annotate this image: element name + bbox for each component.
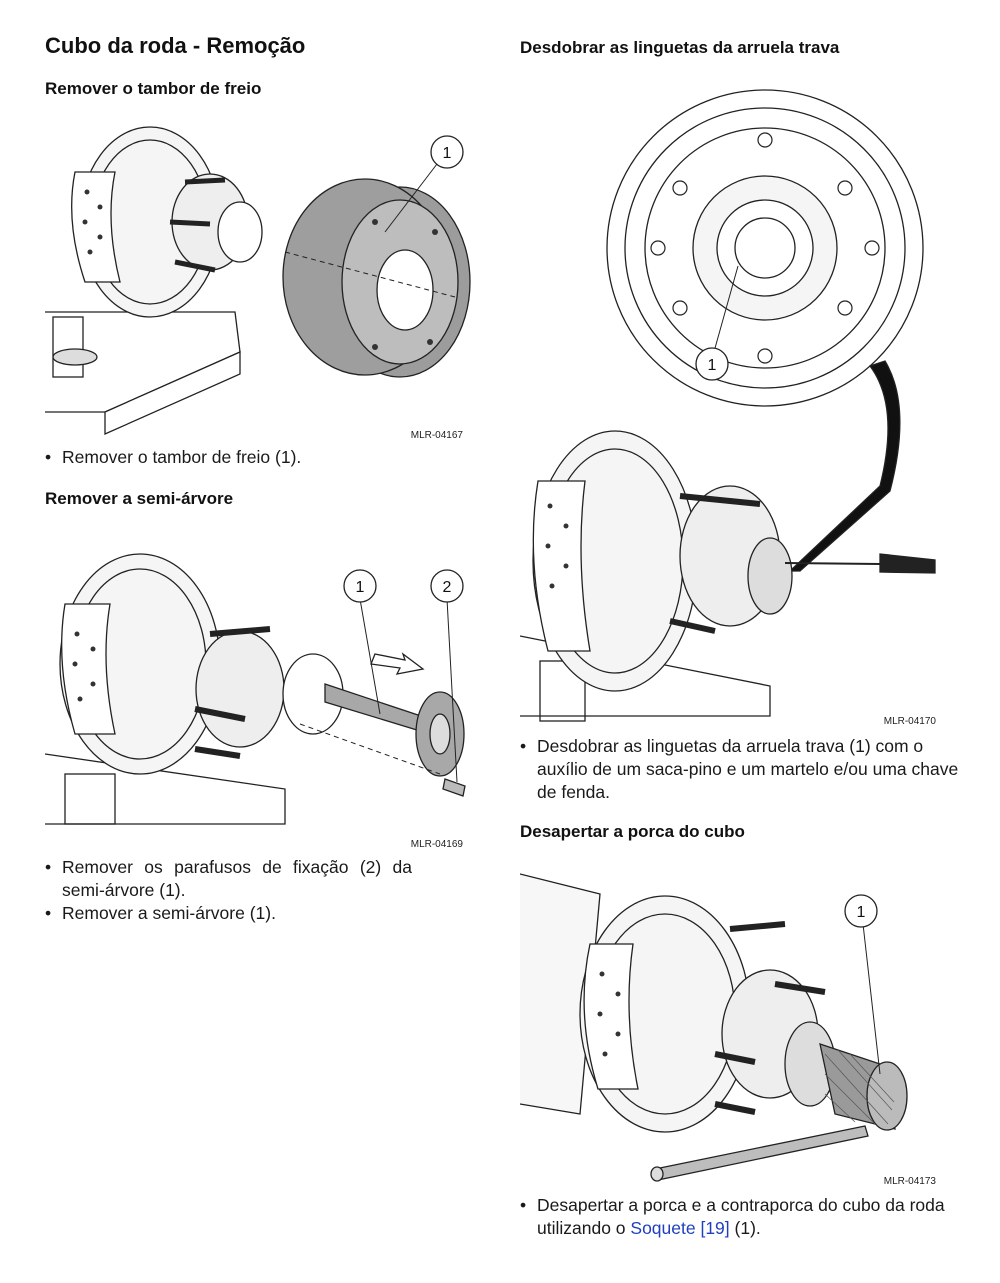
hub-nut-socket-illustration: 1 MLR-04173	[520, 873, 937, 1187]
callout-1: 1	[857, 904, 866, 921]
page-title: Cubo da roda - Remoção	[45, 33, 306, 58]
callout-1: 1	[443, 145, 452, 162]
step-remove-bolts: Remover os parafusos de fixação (2) da s…	[45, 856, 412, 902]
step-loosen-nut: Desapertar a porca e a contraporca do cu…	[520, 1194, 965, 1240]
figure-code: MLR-04173	[884, 1176, 937, 1187]
figure-code: MLR-04167	[411, 430, 464, 441]
figure-loosen-hub-nut: 1 MLR-04173	[520, 864, 956, 1190]
figure-remove-brake-drum: 1 MLR-04167	[45, 112, 483, 444]
figure-unfold-lock-washer: 1 MLR-04170	[520, 76, 956, 730]
figure-code: MLR-04170	[884, 716, 937, 727]
figure-code: MLR-04169	[411, 839, 464, 850]
step-unfold-tabs: Desdobrar as linguetas da arruela trava …	[520, 735, 965, 804]
section-heading-remove-axle: Remover a semi-árvore	[45, 489, 234, 508]
figure-remove-axle-shaft: 1 2 MLR-04169	[45, 524, 483, 852]
step-text-suffix: (1).	[729, 1218, 761, 1238]
step-remove-drum: Remover o tambor de freio (1).	[45, 446, 483, 469]
steps-remove-drum: Remover o tambor de freio (1).	[45, 446, 483, 469]
section-heading-remove-drum: Remover o tambor de freio	[45, 79, 262, 98]
axle-shaft-illustration: 1 2 MLR-04169	[45, 553, 466, 850]
brake-drum-illustration: 1 MLR-04167	[45, 126, 471, 441]
socket-tool-link[interactable]: Soquete [19]	[630, 1218, 730, 1238]
callout-1: 1	[356, 579, 365, 596]
steps-loosen-nut: Desapertar a porca e a contraporca do cu…	[520, 1194, 965, 1240]
section-heading-loosen-nut: Desapertar a porca do cubo	[520, 822, 745, 841]
steps-remove-axle: Remover os parafusos de fixação (2) da s…	[45, 856, 412, 925]
step-text: Desapertar a porca e a contraporca do cu…	[537, 1195, 945, 1238]
section-heading-unfold-tabs: Desdobrar as linguetas da arruela trava	[520, 38, 840, 57]
callout-2: 2	[443, 579, 452, 596]
steps-unfold-tabs: Desdobrar as linguetas da arruela trava …	[520, 735, 965, 804]
lock-washer-illustration: 1 MLR-04170	[520, 89, 937, 727]
step-remove-shaft: Remover a semi-árvore (1).	[45, 902, 412, 925]
callout-1: 1	[708, 357, 717, 374]
